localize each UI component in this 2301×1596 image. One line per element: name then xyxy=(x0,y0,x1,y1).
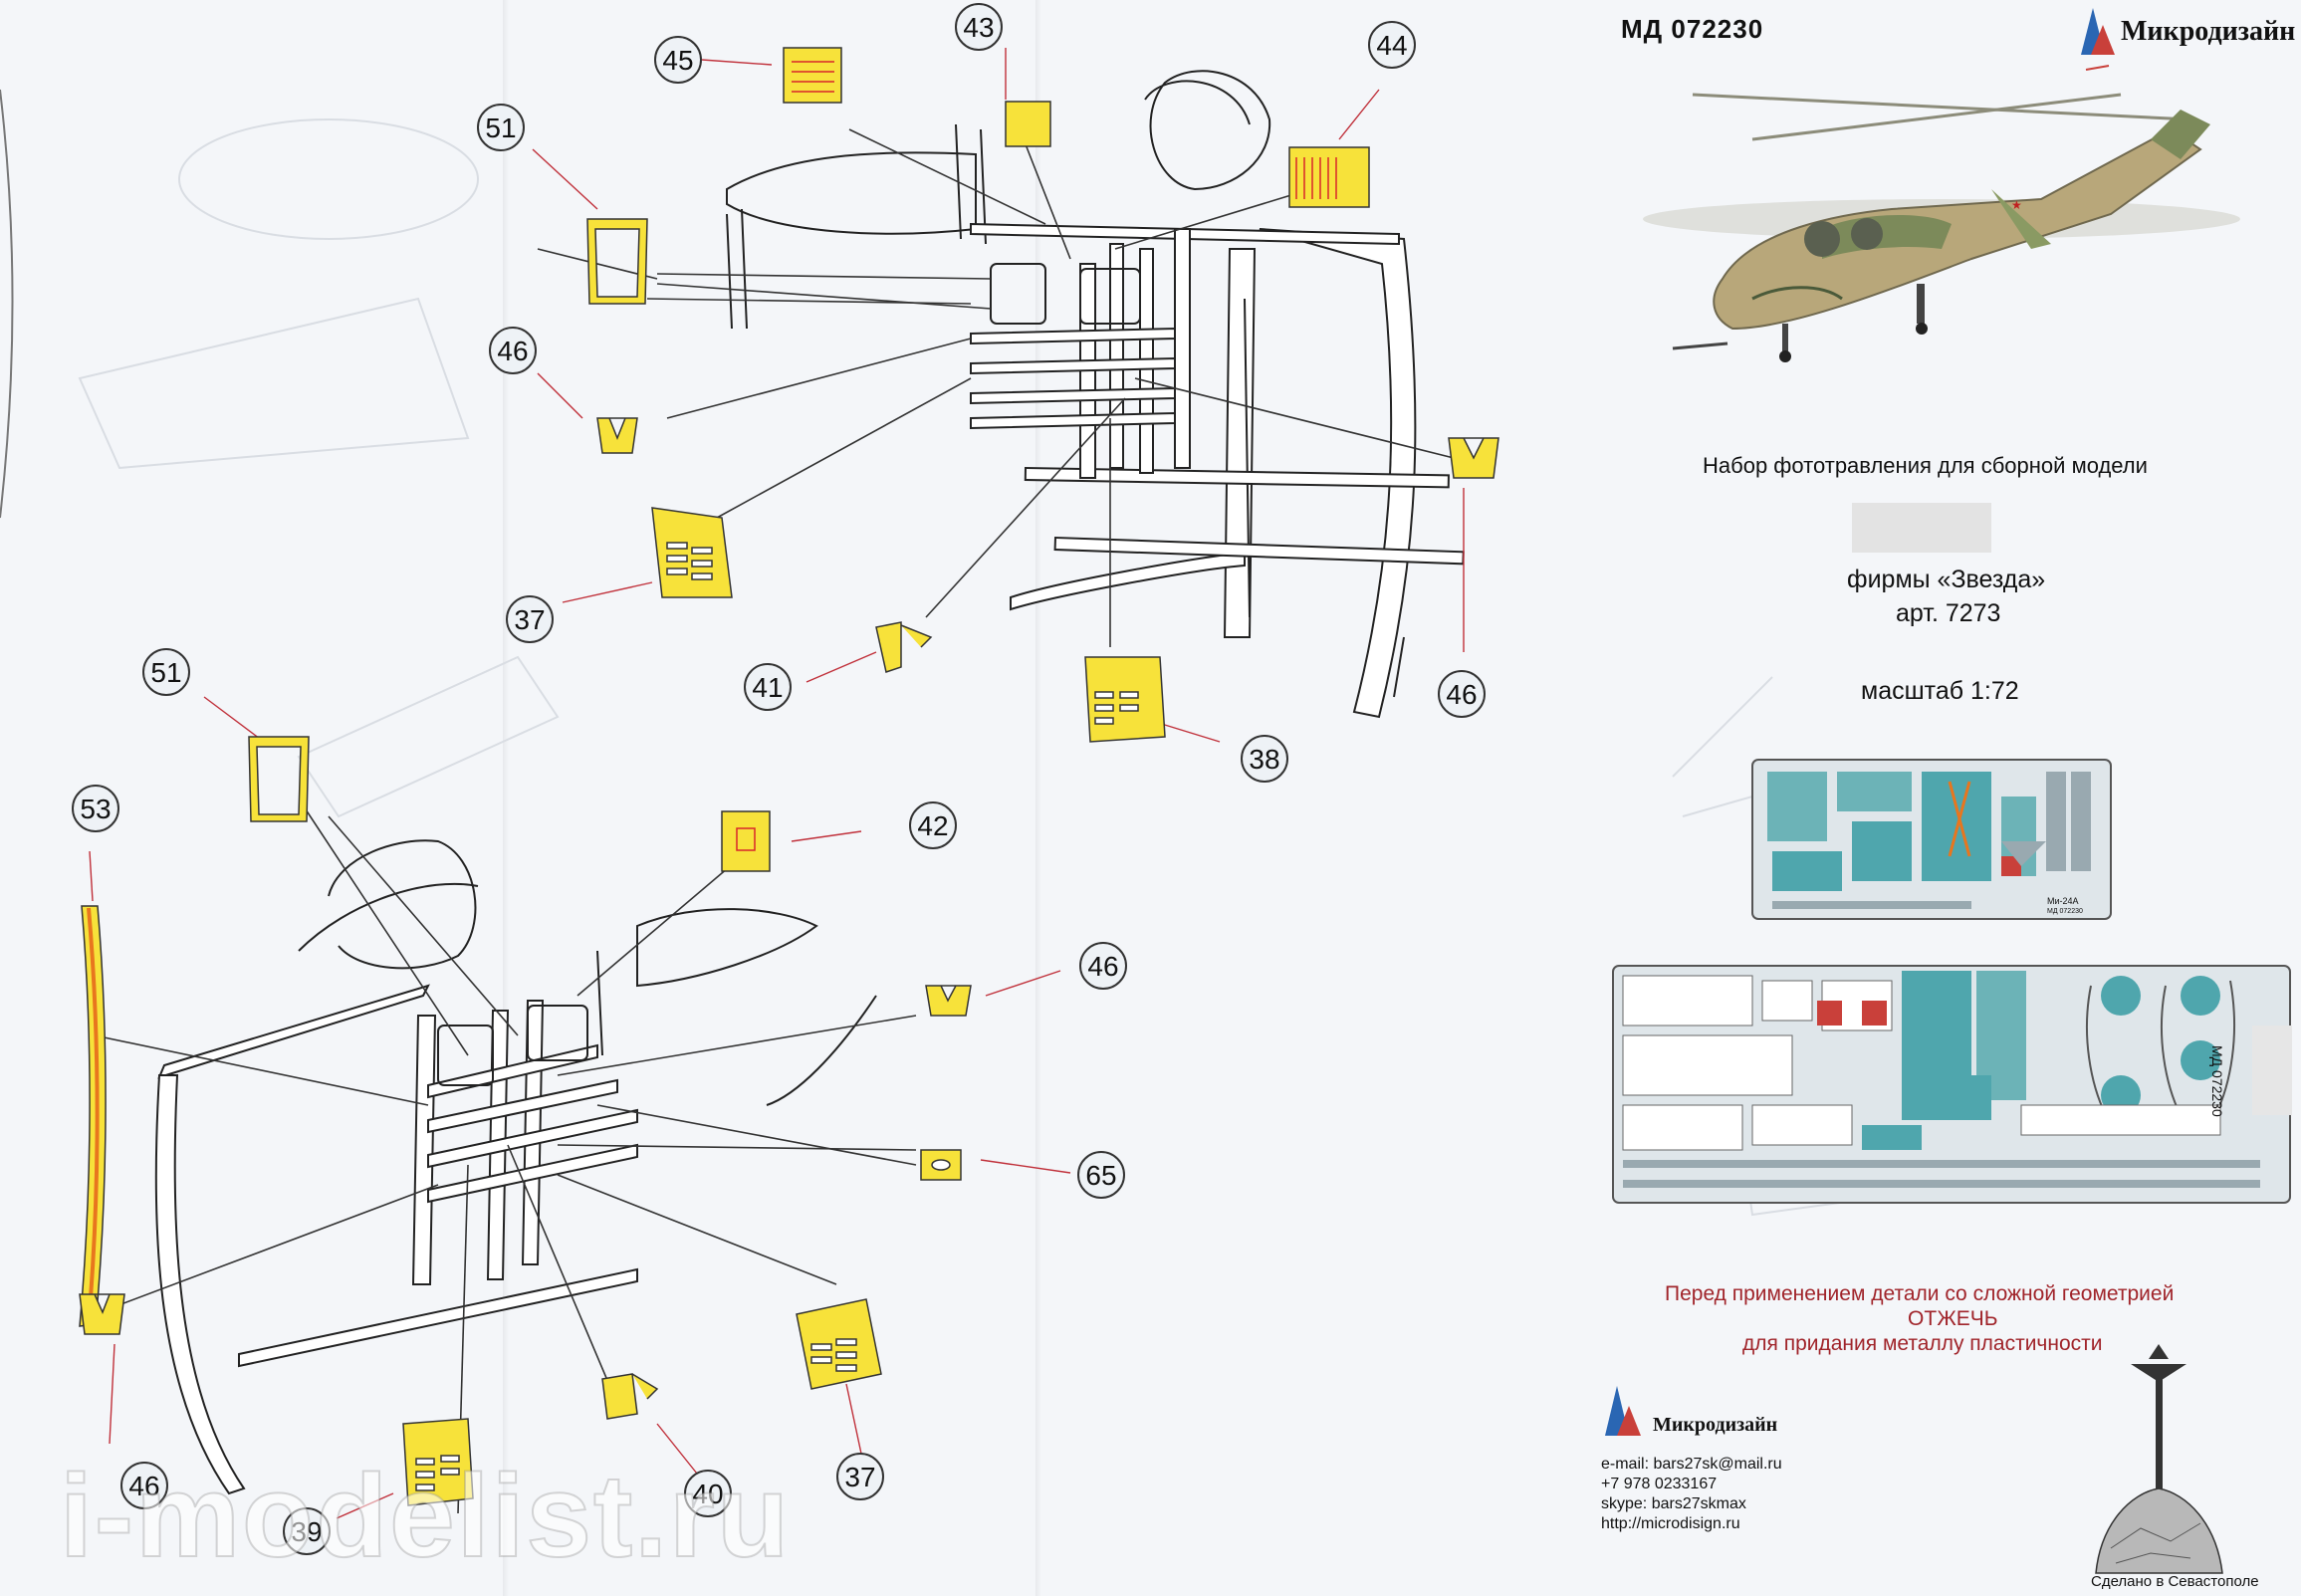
fret-large xyxy=(1612,965,2292,1204)
callout-bottom-circle xyxy=(836,1453,884,1500)
callout-top-label: 45 xyxy=(662,45,693,76)
part-51-bottom xyxy=(248,736,310,822)
callout-bottom-label: 53 xyxy=(80,794,111,824)
callout-top-circle xyxy=(506,595,554,643)
top-red-arrows xyxy=(532,48,1465,743)
footer-brand: Микродизайн xyxy=(1653,1414,1778,1436)
callout-bottom-circle xyxy=(283,1507,331,1555)
part-46-bottom-left xyxy=(79,1293,125,1335)
callout-bottom-label: 46 xyxy=(128,1471,159,1501)
intro-line2: фирмы «Звезда» xyxy=(1847,566,2046,593)
redacted-box xyxy=(1852,503,1991,553)
callout-bottom-label: 51 xyxy=(150,657,181,688)
callout-top-circle xyxy=(744,663,792,711)
callout-top-label: 43 xyxy=(963,12,994,43)
footer-skype: skype: bars27skmax xyxy=(1601,1495,1746,1512)
part-65 xyxy=(920,1149,962,1181)
fold-line xyxy=(503,0,509,1596)
callout-top-circle xyxy=(477,104,525,151)
callout-bottom-circle xyxy=(1079,942,1127,990)
brand-logo-bottom xyxy=(1605,1386,1641,1436)
warning-line1: Перед применением детали со сложной геом… xyxy=(1665,1282,2175,1305)
part-45 xyxy=(783,47,842,104)
bottom-parts xyxy=(79,736,972,1506)
callout-top-circle xyxy=(1368,21,1416,69)
part-43 xyxy=(1005,101,1051,147)
watermark: i-modelist.ru xyxy=(59,1450,792,1583)
brand-name: Микродизайн xyxy=(2121,16,2296,47)
callout-bottom-label: 42 xyxy=(917,810,948,841)
footer-phone: +7 978 0233167 xyxy=(1601,1476,1718,1492)
callout-bottom-label: 40 xyxy=(692,1479,723,1509)
part-51 xyxy=(586,218,648,305)
callouts-top: 45 43 44 51 46 37 41 38 46 xyxy=(477,3,1486,783)
callout-top-label: 41 xyxy=(752,672,783,703)
fret-large-code: МД 072230 xyxy=(2209,1045,2225,1117)
callout-top-circle xyxy=(654,36,702,84)
warning-line2: ОТЖЕЧЬ xyxy=(1908,1307,1998,1330)
helicopter-photo: ★ xyxy=(1643,93,2240,362)
callout-top-circle xyxy=(955,3,1003,51)
callout-bottom-circle xyxy=(120,1462,168,1509)
callout-bottom-circle xyxy=(909,801,957,849)
intro-line3: арт. 7273 xyxy=(1896,599,2001,627)
part-42 xyxy=(721,810,771,872)
svg-text:★: ★ xyxy=(2011,198,2022,212)
callout-bottom-circle xyxy=(1077,1151,1125,1199)
bottom-leader-lines xyxy=(94,805,917,1514)
footer-email: e-mail: bars27sk@mail.ru xyxy=(1601,1456,1782,1473)
callout-top-label: 51 xyxy=(485,113,516,143)
part-37-bottom xyxy=(796,1298,882,1390)
callout-top-label: 46 xyxy=(1446,679,1477,710)
fret-small-model: Ми-24А xyxy=(2047,896,2079,906)
callout-bottom-label: 39 xyxy=(291,1516,322,1547)
top-leader-lines xyxy=(537,128,1455,647)
callout-bottom-circle xyxy=(142,648,190,696)
scale-label: масштаб 1:72 xyxy=(1861,677,2019,705)
part-37 xyxy=(651,507,733,598)
callouts-bottom: 51 53 42 46 65 46 37 40 39 xyxy=(72,648,1127,1555)
callout-top-label: 38 xyxy=(1249,744,1279,775)
part-40 xyxy=(601,1373,659,1420)
part-44 xyxy=(1288,146,1370,208)
bottom-red-arrows xyxy=(89,696,1071,1519)
fret-small-code: МД 072230 xyxy=(2047,908,2083,915)
footer-url: http://microdisign.ru xyxy=(1601,1515,1740,1532)
bottom-frame-drawing xyxy=(154,839,877,1495)
part-39 xyxy=(402,1418,474,1506)
callout-top-label: 37 xyxy=(514,604,545,635)
brand-logo-top xyxy=(2081,8,2115,71)
callout-top-circle xyxy=(489,327,537,374)
callout-bottom-label: 37 xyxy=(844,1462,875,1492)
callout-top-circle xyxy=(1241,735,1288,783)
page-edge xyxy=(0,89,14,519)
part-46b xyxy=(1448,437,1499,479)
fold-line xyxy=(1035,0,1041,1596)
callout-top-label: 44 xyxy=(1376,30,1407,61)
article-code: МД 072230 xyxy=(1621,14,1764,44)
top-parts xyxy=(586,47,1499,743)
part-46-bottom xyxy=(925,985,972,1017)
callout-bottom-circle xyxy=(72,785,119,832)
top-frame-drawing xyxy=(726,70,1465,719)
part-41 xyxy=(875,621,933,673)
part-38 xyxy=(1084,656,1166,743)
callout-top-label: 46 xyxy=(497,336,528,366)
fret-small xyxy=(1751,759,2112,920)
callout-bottom-label: 65 xyxy=(1085,1160,1116,1191)
intro-line1: Набор фототравления для сборной модели xyxy=(1703,453,2148,478)
callout-bottom-circle xyxy=(684,1470,732,1517)
callout-bottom-label: 46 xyxy=(1087,951,1118,982)
callout-top-circle xyxy=(1438,670,1486,718)
warning-line3: для придания металлу пластичности xyxy=(1742,1332,2103,1355)
part-53 xyxy=(79,905,107,1327)
part-46 xyxy=(596,417,638,454)
made-in-label: Сделано в Севастополе xyxy=(2091,1573,2259,1590)
monument-illustration xyxy=(2095,1344,2223,1574)
